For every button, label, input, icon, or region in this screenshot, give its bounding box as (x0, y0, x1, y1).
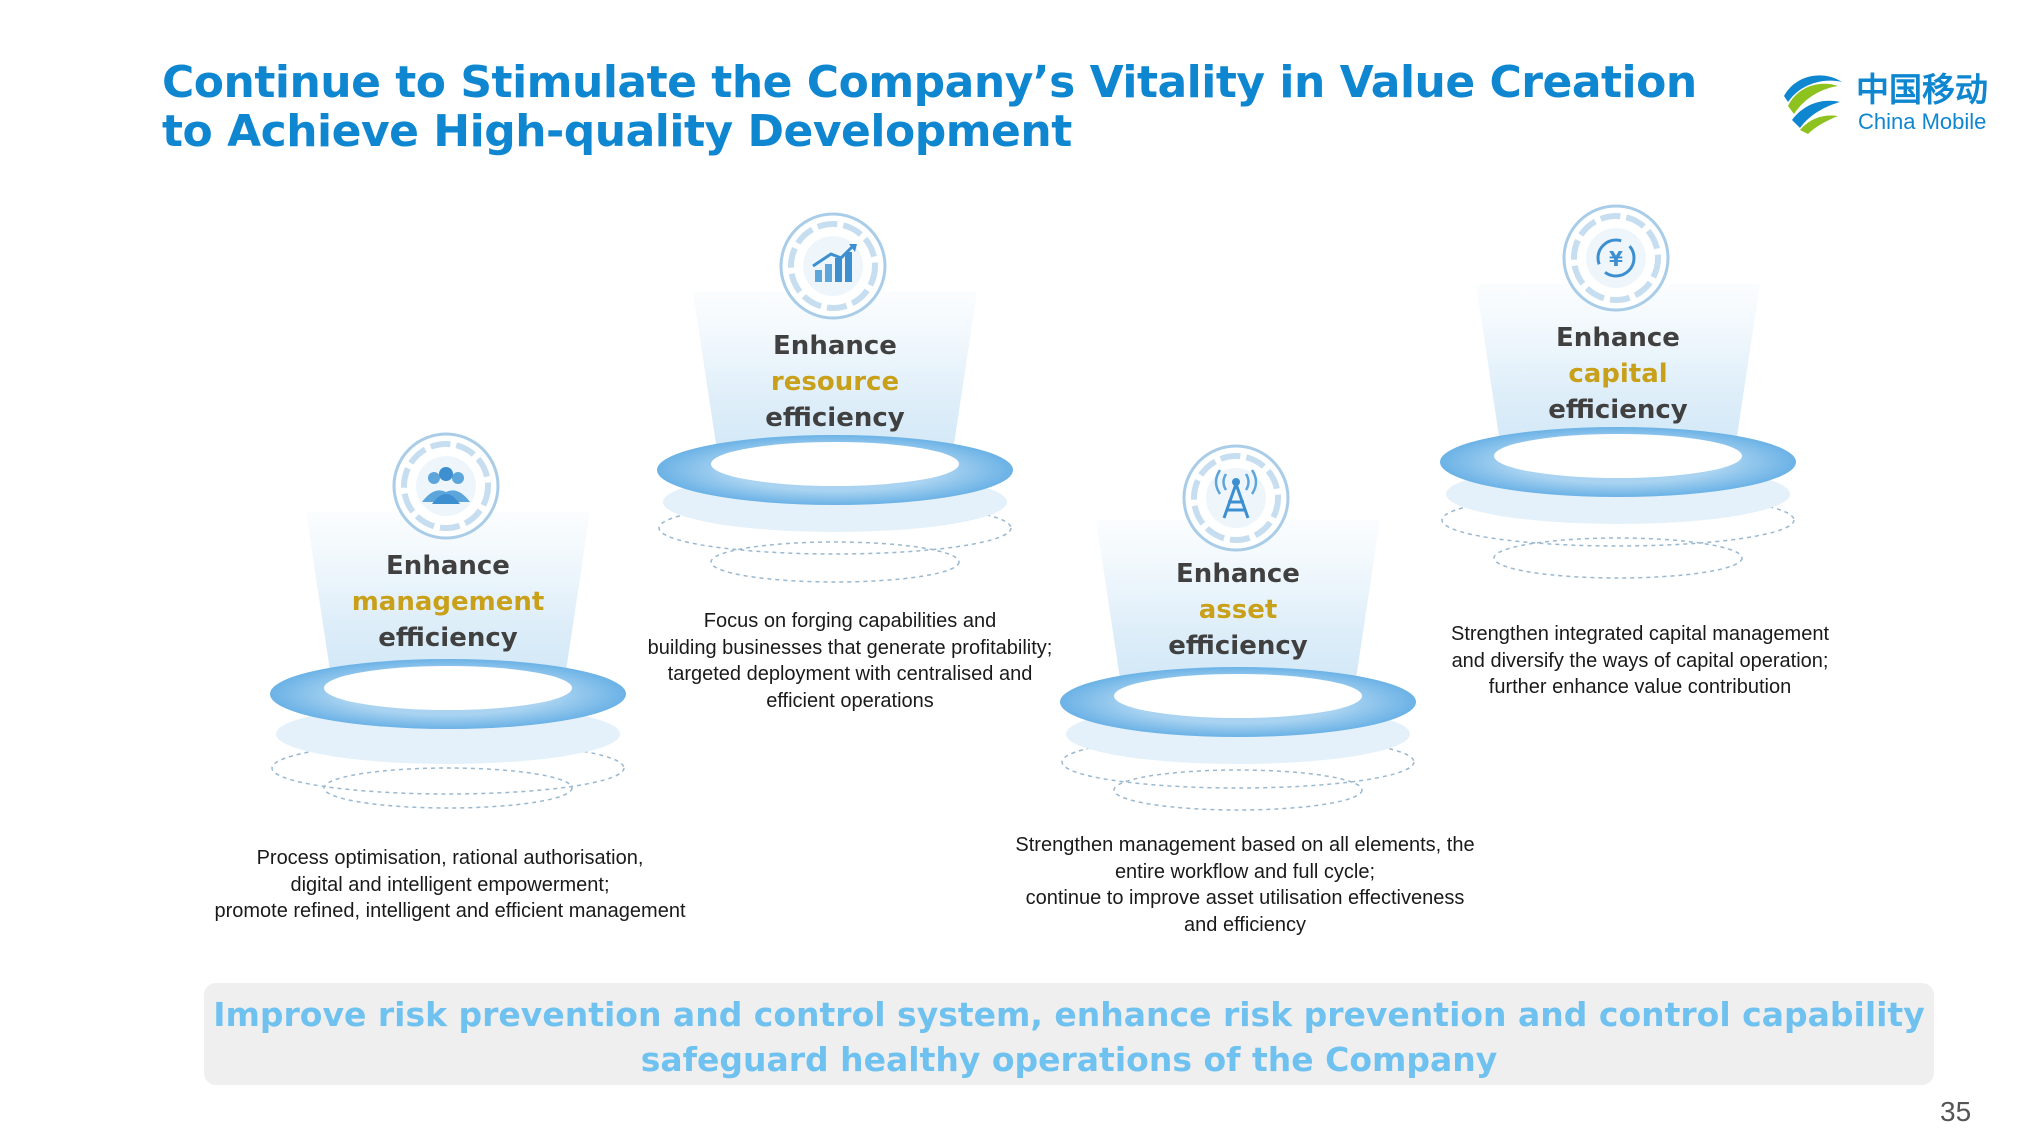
label-line-efficiency: efficiency (378, 623, 518, 653)
pillar-label: Enhance asset efficiency (1058, 556, 1418, 664)
people-group-icon (392, 432, 500, 540)
pillar-graphic (657, 212, 1013, 583)
pillar-asset-description: Strengthen management based on all eleme… (1015, 834, 1475, 936)
label-line-efficiency: efficiency (765, 403, 905, 433)
label-line-enhance: Enhance (1176, 559, 1300, 589)
label-line-enhance: Enhance (386, 551, 510, 581)
pillar-management-description: Process optimisation, rational authorisa… (214, 847, 686, 922)
pillar-capital-efficiency: ¥ Enhance capital efficiency (1438, 204, 1798, 724)
label-accent-word: resource (770, 367, 900, 397)
pillar-resource-description: Focus on forging capabilities and buildi… (647, 610, 1053, 712)
china-mobile-logo: 中国移动 China Mobile (1780, 66, 1990, 138)
bar-chart-growth-icon (779, 212, 887, 320)
pillar-management-efficiency: Enhance management efficiency (268, 432, 628, 952)
label-line-efficiency: efficiency (1168, 631, 1308, 661)
china-mobile-logo-mark-icon (1784, 75, 1842, 134)
risk-control-banner: Improve risk prevention and control syst… (204, 983, 1934, 1085)
pillar-graphic (270, 432, 626, 809)
logo-chinese-text: 中国移动 (1856, 70, 1988, 109)
banner-text: Improve risk prevention and control syst… (213, 995, 1925, 1079)
pillar-label: Enhance capital efficiency (1438, 320, 1798, 428)
pillar-graphic: ¥ (1440, 204, 1796, 579)
label-line-enhance: Enhance (1556, 323, 1680, 353)
pillar-label: Enhance resource efficiency (655, 328, 1015, 436)
svg-text:¥: ¥ (1609, 247, 1623, 271)
pillar-graphic (1060, 444, 1416, 811)
pillar-resource-efficiency: Enhance resource efficiency (655, 212, 1015, 732)
pillar-label: Enhance management efficiency (268, 548, 628, 656)
logo-english-text: China Mobile (1858, 109, 1987, 134)
pillar-capital-description: Strengthen integrated capital management… (1450, 623, 1830, 698)
yuan-coin-icon: ¥ (1562, 204, 1670, 312)
label-accent-word: management (351, 587, 545, 617)
page-number: 35 (1940, 1096, 1972, 1127)
page-title: Continue to Stimulate the Company’s Vita… (162, 57, 1697, 157)
label-line-efficiency: efficiency (1548, 395, 1688, 425)
pillar-asset-efficiency: Enhance asset efficiency (1058, 440, 1418, 960)
label-line-enhance: Enhance (773, 331, 897, 361)
label-accent-word: asset (1198, 595, 1278, 625)
label-accent-word: capital (1568, 359, 1668, 389)
signal-tower-icon (1182, 444, 1290, 552)
